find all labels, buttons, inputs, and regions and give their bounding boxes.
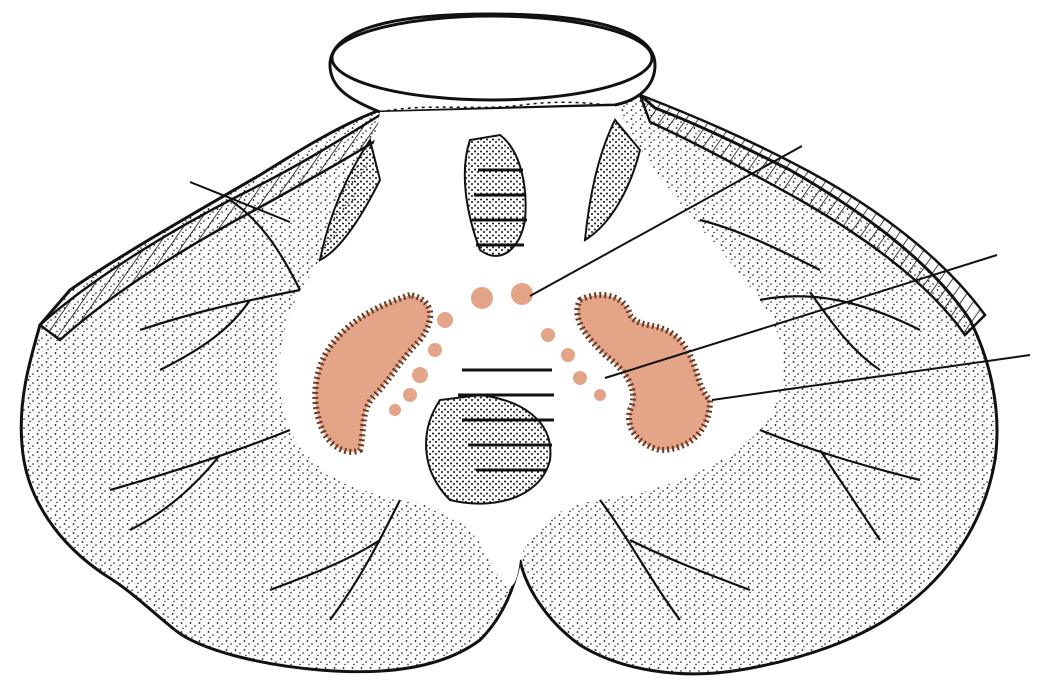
dark-sulci [318, 118, 642, 505]
deep-nuclei [312, 283, 714, 455]
vermis [458, 168, 554, 472]
brainstem-stump [328, 12, 657, 114]
emboliform-globose-right [541, 328, 606, 401]
fastigial-nuclei [471, 283, 533, 309]
emboliform-globose-left [389, 312, 453, 416]
dentate-nucleus-right [574, 292, 714, 454]
folia-branches [109, 199, 921, 621]
leader-line-1 [189, 181, 291, 223]
leader-line-3 [604, 254, 998, 379]
leader-line-4 [711, 354, 1031, 401]
dentate-nucleus-left [312, 291, 434, 455]
leader-lines [189, 145, 1031, 401]
leader-line-2 [529, 145, 803, 297]
